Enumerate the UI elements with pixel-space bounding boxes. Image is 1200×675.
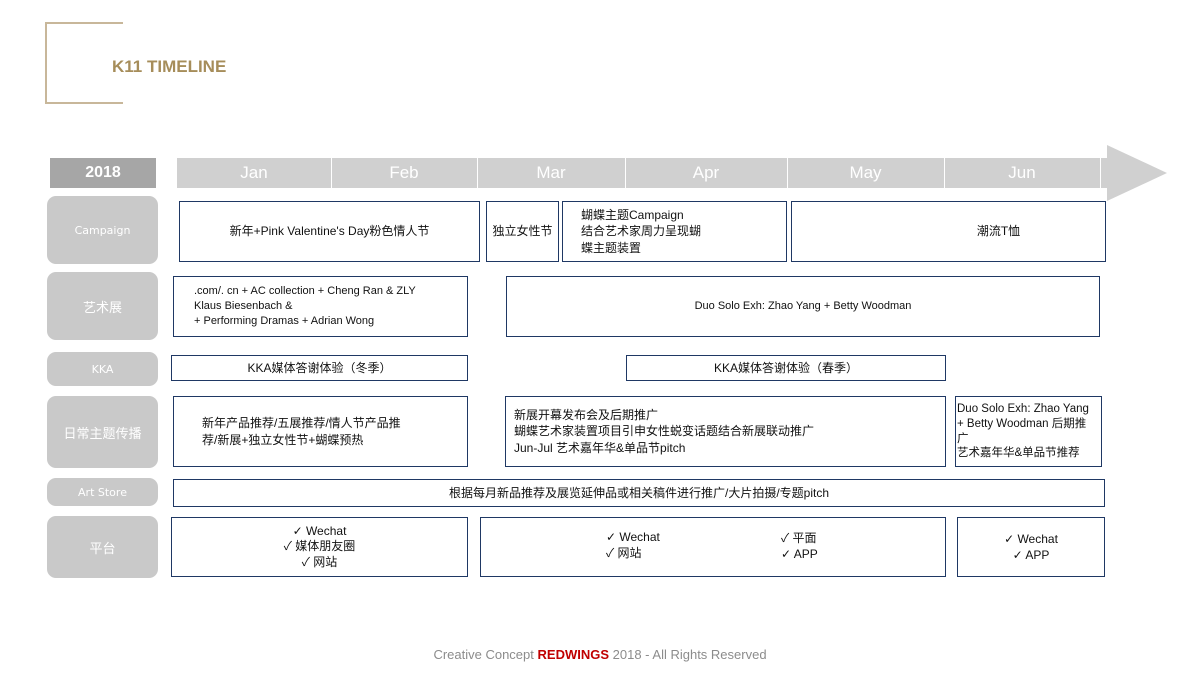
platform-box-jun: ✓ Wechat ✓ APP: [957, 517, 1105, 577]
month-mar: Mar: [536, 163, 566, 182]
year-label: 2018: [50, 158, 156, 188]
campaign-box-jan-feb: 新年+Pink Valentine's Day粉色情人节: [179, 201, 480, 262]
platform-item: ✓ Wechat: [606, 530, 660, 544]
campaign-text-line: 蝶主题装置: [581, 240, 642, 255]
daily-text-line: 新年产品推荐/五展推荐/情人节产品推: [202, 416, 401, 431]
artstore-text: 根据每月新品推荐及展览延伸品或相关稿件进行推广/大片拍摄/专题pitch: [448, 485, 830, 500]
platform-item: ✓ 媒体朋友圈: [283, 539, 356, 554]
platform-item: ✓ Wechat: [1004, 531, 1058, 546]
daily-text-line: + Betty Woodman 后期推: [957, 417, 1087, 430]
daily-text-line: 广: [957, 432, 969, 445]
artstore-box: 根据每月新品推荐及展览延伸品或相关稿件进行推广/大片拍摄/专题pitch: [173, 479, 1105, 507]
month-divider: [477, 158, 478, 188]
art-text-line: .com/. cn + AC collection + Cheng Ran & …: [194, 285, 416, 298]
daily-text-line: 荐/新展+独立女性节+蝴蝶预热: [202, 432, 364, 447]
daily-box-mar-may: 新展开幕发布会及后期推广 蝴蝶艺术家装置项目引申女性蜕变话题结合新展联动推广 J…: [505, 396, 946, 467]
footer-prefix: Creative Concept: [433, 647, 534, 662]
month-divider: [1100, 158, 1101, 188]
art-box-jan-feb: .com/. cn + AC collection + Cheng Ran & …: [173, 276, 468, 337]
month-feb: Feb: [389, 163, 419, 182]
campaign-text-line: 结合艺术家周力呈现蝴: [581, 224, 702, 239]
platform-item: ✓ Wechat: [292, 523, 347, 538]
footer-suffix: 2018 - All Rights Reserved: [612, 647, 767, 662]
footer-brand: REDWINGS: [537, 647, 610, 662]
art-text: Duo Solo Exh: Zhao Yang + Betty Woodman: [694, 300, 912, 313]
art-box-mar-jun: Duo Solo Exh: Zhao Yang + Betty Woodman: [506, 276, 1100, 337]
month-divider: [944, 158, 945, 188]
platform-group-b: ✓ 平面 ✓ APP: [781, 530, 818, 562]
kka-text: KKA媒体答谢体验（春季）: [713, 360, 858, 375]
daily-text-line: Jun-Jul 艺术嘉年华&单品节pitch: [514, 440, 686, 455]
platform-item: ✓ 平面: [781, 531, 817, 545]
campaign-text: 潮流T恤: [976, 224, 1021, 239]
daily-text-line: 艺术嘉年华&单品节推荐: [957, 447, 1080, 460]
campaign-text: 新年+Pink Valentine's Day粉色情人节: [229, 224, 430, 239]
month-divider: [625, 158, 626, 188]
kka-box-spring: KKA媒体答谢体验（春季）: [626, 355, 946, 381]
campaign-text-line: 蝴蝶主题Campaign: [581, 208, 684, 223]
row-label-campaign: Campaign: [47, 196, 158, 264]
kka-box-winter: KKA媒体答谢体验（冬季）: [171, 355, 468, 381]
timeline-arrow-head: [1107, 145, 1167, 201]
platform-item: ✓ 网站: [606, 546, 642, 561]
page-title: K11 TIMELINE: [112, 57, 227, 76]
month-apr: Apr: [692, 163, 720, 182]
platform-group-a: ✓ Wechat ✓ 网站: [606, 529, 660, 561]
row-label-kka: KKA: [47, 352, 158, 386]
platform-item: ✓ 网站: [301, 554, 338, 569]
month-divider: [787, 158, 788, 188]
daily-text-line: Duo Solo Exh: Zhao Yang: [957, 402, 1089, 415]
title-bracket: [45, 22, 123, 104]
daily-text-line: 新展开幕发布会及后期推广: [514, 408, 659, 423]
campaign-text: 独立女性节: [492, 224, 553, 239]
platform-item: ✓ APP: [781, 547, 818, 562]
campaign-box-mar-apr: 蝴蝶主题Campaign 结合艺术家周力呈现蝴 蝶主题装置: [562, 201, 787, 262]
platform-box-jan-feb: ✓ Wechat ✓ 媒体朋友圈 ✓ 网站: [171, 517, 468, 577]
platform-box-mar-may: ✓ Wechat ✓ 网站 ✓ 平面 ✓ APP: [480, 517, 946, 577]
row-label-art-exhibition: 艺术展: [47, 272, 158, 340]
title-bracket-gap: [110, 30, 130, 98]
kka-text: KKA媒体答谢体验（冬季）: [247, 360, 392, 375]
footer: Creative Concept REDWINGS 2018 - All Rig…: [0, 647, 1200, 662]
daily-box-jun: Duo Solo Exh: Zhao Yang + Betty Woodman …: [955, 396, 1102, 467]
timeline-month-bar: [177, 158, 1107, 188]
month-jan: Jan: [240, 163, 268, 182]
row-label-daily-theme: 日常主题传播: [47, 396, 158, 468]
row-label-platform: 平台: [47, 516, 158, 578]
art-text-line: + Performing Dramas + Adrian Wong: [194, 314, 375, 327]
month-divider: [331, 158, 332, 188]
campaign-box-mar: 独立女性节: [486, 201, 559, 262]
row-label-art-store: Art Store: [47, 478, 158, 506]
daily-box-jan-feb: 新年产品推荐/五展推荐/情人节产品推 荐/新展+独立女性节+蝴蝶预热: [173, 396, 468, 467]
platform-item: ✓ APP: [1012, 548, 1050, 562]
daily-text-line: 蝴蝶艺术家装置项目引申女性蜕变话题结合新展联动推广: [514, 424, 815, 439]
month-jun: Jun: [1008, 163, 1036, 182]
campaign-box-may-jun: 潮流T恤: [791, 201, 1106, 262]
month-may: May: [849, 163, 882, 182]
art-text-line: Klaus Biesenbach &: [194, 300, 293, 313]
